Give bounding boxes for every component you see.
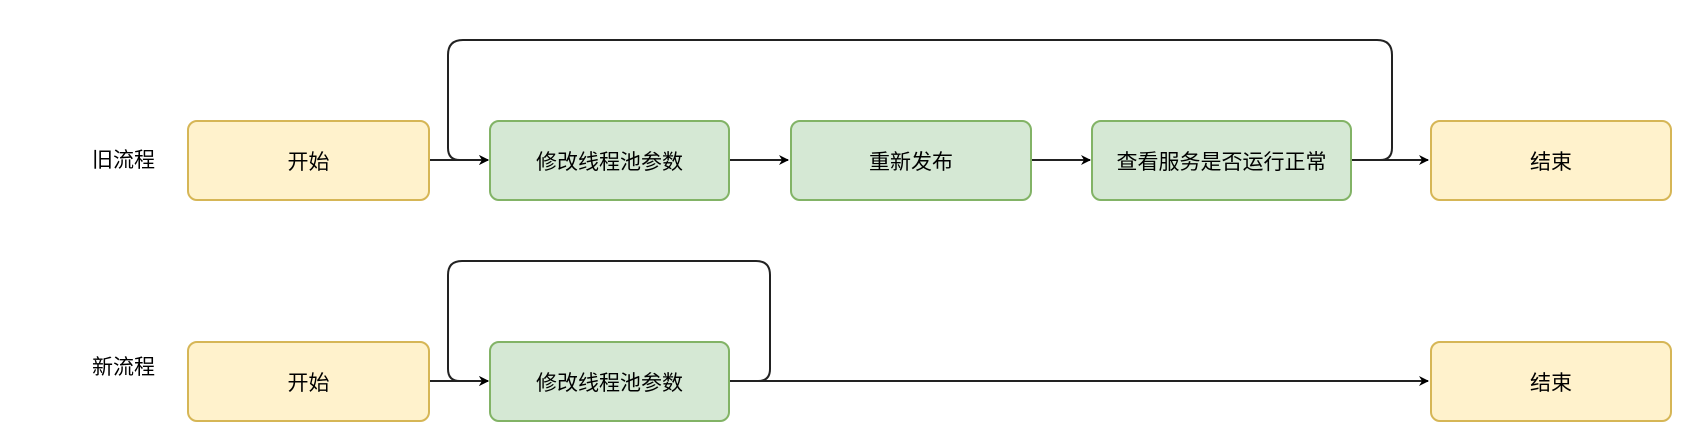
new-flow-end-node[interactable]: 结束 [1430,341,1672,422]
new-flow-modify-node[interactable]: 修改线程池参数 [489,341,730,422]
old-flow-check-node[interactable]: 查看服务是否运行正常 [1091,120,1352,201]
old-flow-redeploy-node[interactable]: 重新发布 [790,120,1032,201]
old-flow-start-label: 开始 [287,149,330,174]
old-flow-check-label: 查看服务是否运行正常 [1116,149,1327,174]
edge-old-loop-back [447,39,1393,165]
new-flow-start-label: 开始 [287,370,330,395]
new-flow-modify-label: 修改线程池参数 [536,370,683,395]
old-flow-start-node[interactable]: 开始 [187,120,430,201]
new-flow-start-node[interactable]: 开始 [187,341,430,422]
old-flow-end-label: 结束 [1530,149,1572,174]
old-flow-modify-label: 修改线程池参数 [536,149,683,174]
old-flow-modify-node[interactable]: 修改线程池参数 [489,120,730,201]
old-flow-redeploy-label: 重新发布 [869,149,953,174]
old-flow-end-node[interactable]: 结束 [1430,120,1672,201]
edge-new-loop-back [447,260,771,386]
old-flow-label: 旧流程 [92,148,155,172]
new-flow-end-label: 结束 [1530,370,1572,395]
new-flow-label: 新流程 [92,355,155,379]
